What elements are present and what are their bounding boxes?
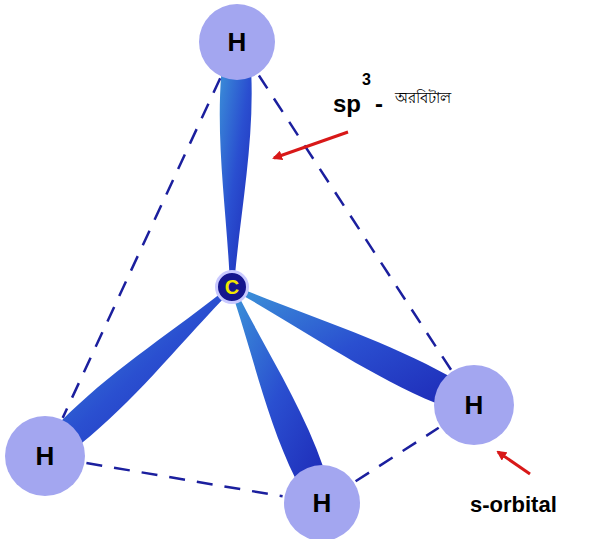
orbital-label: s-orbital [470, 494, 557, 516]
orbital-label: sp [333, 92, 361, 116]
sp3-orbital-lobe [220, 67, 252, 272]
orbital-label: অরবিটাল [395, 90, 451, 105]
atom-symbol: H [313, 490, 332, 516]
orbital-label: - [375, 92, 383, 116]
hydrogen-atom: H [434, 365, 514, 445]
hydrogen-atom: H [284, 465, 360, 539]
leader-arrow [274, 132, 348, 158]
tetrahedron-edge [86, 463, 282, 496]
sp3-orbital-lobe [235, 300, 323, 481]
leader-arrow [498, 452, 530, 474]
hydrogen-atom: H [5, 416, 85, 496]
label-patch [392, 76, 484, 124]
superscript: 3 [362, 72, 371, 88]
tetrahedron-edge [63, 78, 221, 418]
atom-symbol: C [225, 277, 239, 297]
carbon-atom: C [215, 270, 250, 305]
atom-symbol: H [36, 443, 55, 469]
hydrogen-atom: H [199, 4, 275, 80]
tetrahedron-edge [356, 428, 439, 482]
atom-symbol: H [228, 29, 247, 55]
atom-symbol: H [465, 392, 484, 418]
